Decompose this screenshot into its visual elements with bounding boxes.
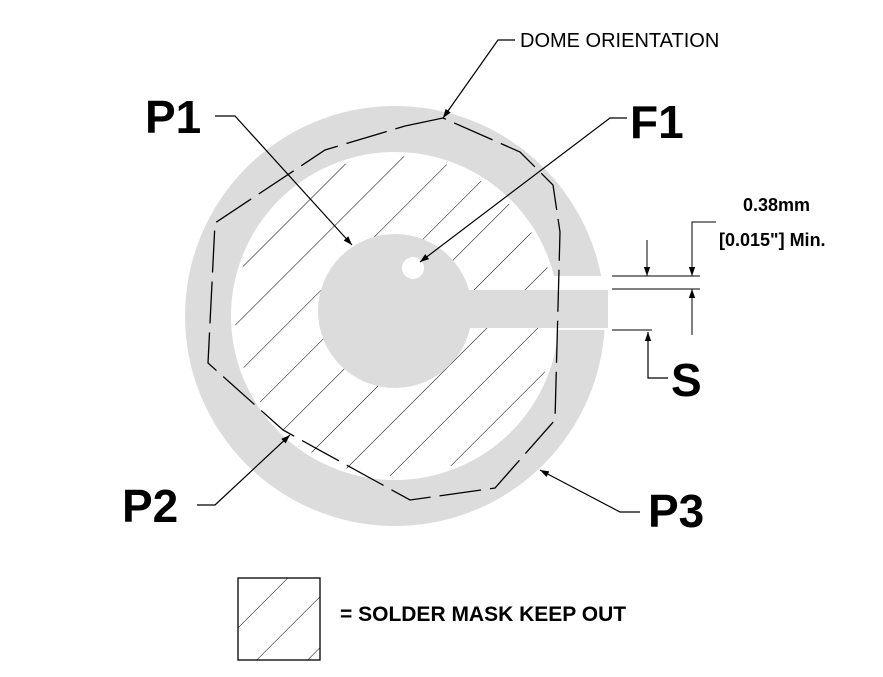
label-dim-in: [0.015"] Min. [719, 230, 826, 250]
leader-p2 [197, 434, 291, 506]
fiducial-hole-f1 [402, 257, 424, 279]
leader-p1 [215, 115, 353, 246]
label-p1: P1 [145, 91, 201, 143]
leader-dome-orientation [442, 39, 515, 119]
dim-arrow-mm [688, 221, 716, 276]
leader-p3 [539, 469, 640, 513]
legend-hatch-fill [238, 578, 320, 660]
label-p3: P3 [648, 485, 704, 537]
legend: = SOLDER MASK KEEP OUT [237, 577, 626, 661]
center-pad-p1 [318, 234, 472, 388]
label-dome-orientation: DOME ORIENTATION [520, 30, 719, 52]
center-pad-trace [440, 290, 608, 328]
label-s: S [671, 354, 702, 406]
label-f1: F1 [630, 96, 684, 148]
legend-swatch [237, 577, 321, 661]
label-dim-mm: 0.38mm [743, 195, 810, 215]
label-p2: P2 [122, 480, 178, 532]
leader-s [644, 332, 668, 379]
dome-outline [207, 117, 561, 501]
leader-f1 [419, 117, 627, 263]
legend-text: = SOLDER MASK KEEP OUT [340, 603, 626, 626]
